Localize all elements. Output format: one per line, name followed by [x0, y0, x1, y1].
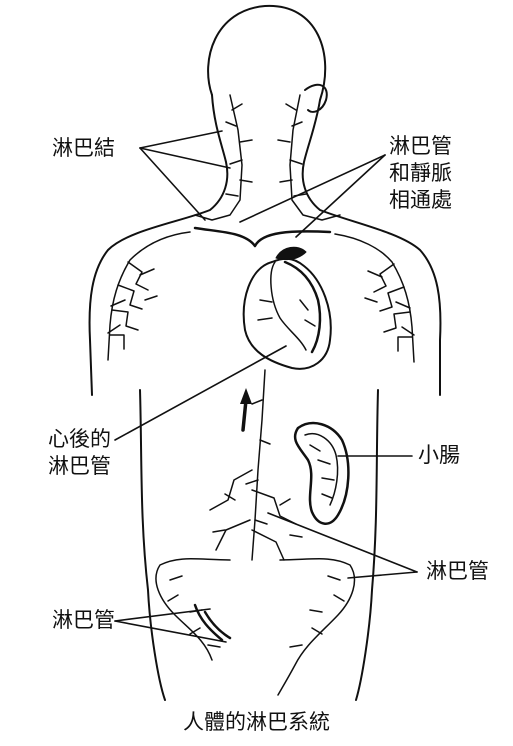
label-lymph-vessel-behind-heart: 心後的 淋巴管: [48, 426, 111, 480]
heart-illustration: [244, 247, 331, 369]
label-vessel-vein-junction: 淋巴管 和靜脈 相通處: [389, 133, 452, 214]
label-lymph-vessel-left: 淋巴管: [52, 607, 115, 634]
label-junction-line-1: 淋巴管: [389, 133, 452, 160]
flow-arrow-icon: [240, 388, 252, 404]
label-behind-heart-line-1: 心後的: [48, 426, 111, 453]
small-intestine-illustration: [295, 423, 348, 524]
label-lymph-vessel-right: 淋巴管: [426, 558, 489, 585]
lymphatic-network: [108, 95, 414, 695]
figure-caption: 人體的淋巴系統: [0, 706, 513, 736]
label-junction-line-3: 相通處: [389, 187, 452, 214]
label-small-intestine: 小腸: [418, 442, 460, 469]
label-junction-line-2: 和靜脈: [389, 160, 452, 187]
label-behind-heart-line-2: 淋巴管: [48, 453, 111, 480]
label-lymph-nodes: 淋巴結: [52, 135, 115, 162]
